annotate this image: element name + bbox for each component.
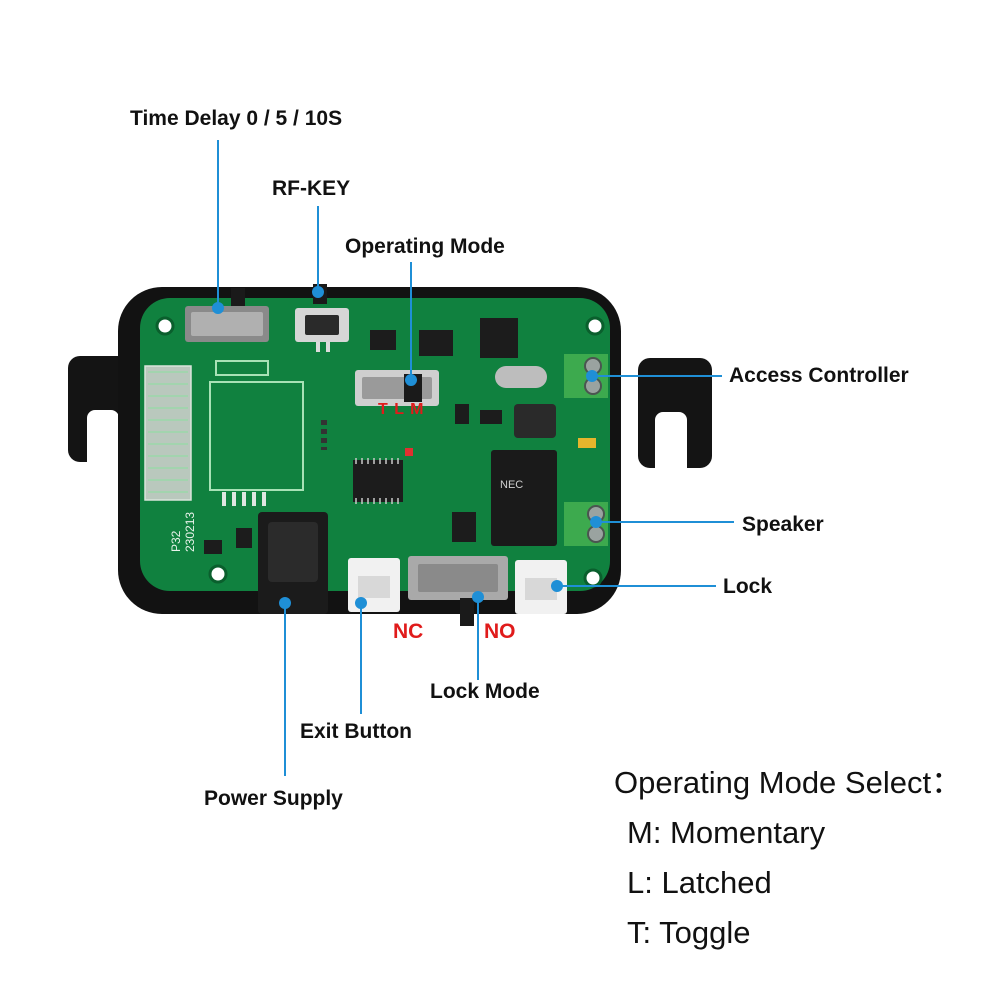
mode-select-item: L: Latched	[627, 865, 772, 900]
board-date: 230213	[183, 511, 197, 552]
label-access-controller: Access Controller	[729, 364, 909, 387]
mode-positions-mark: T L M	[378, 401, 425, 418]
mode-select-heading: Operating Mode Select：	[614, 765, 963, 800]
dc-jack	[258, 512, 328, 614]
board-model: P32	[169, 530, 183, 552]
label-lock-mode: Lock Mode	[430, 680, 540, 703]
svg-text:NEC: NEC	[500, 479, 523, 491]
mode-select-item: M: Momentary	[627, 815, 826, 850]
label-rf-key: RF-KEY	[272, 177, 351, 200]
rf-antenna	[144, 365, 192, 501]
nc-mark: NC	[393, 620, 424, 643]
label-speaker: Speaker	[742, 513, 824, 536]
mode-select-item: T: Toggle	[627, 915, 751, 950]
pcb-board: NEC	[140, 284, 610, 626]
label-operating-mode: Operating Mode	[345, 235, 505, 258]
label-power-supply: Power Supply	[204, 787, 343, 810]
label-time-delay: Time Delay 0 / 5 / 10S	[130, 107, 343, 130]
label-lock: Lock	[723, 575, 773, 598]
no-mark: NO	[484, 620, 516, 643]
relay: NEC	[491, 450, 557, 546]
label-exit-button: Exit Button	[300, 720, 412, 743]
